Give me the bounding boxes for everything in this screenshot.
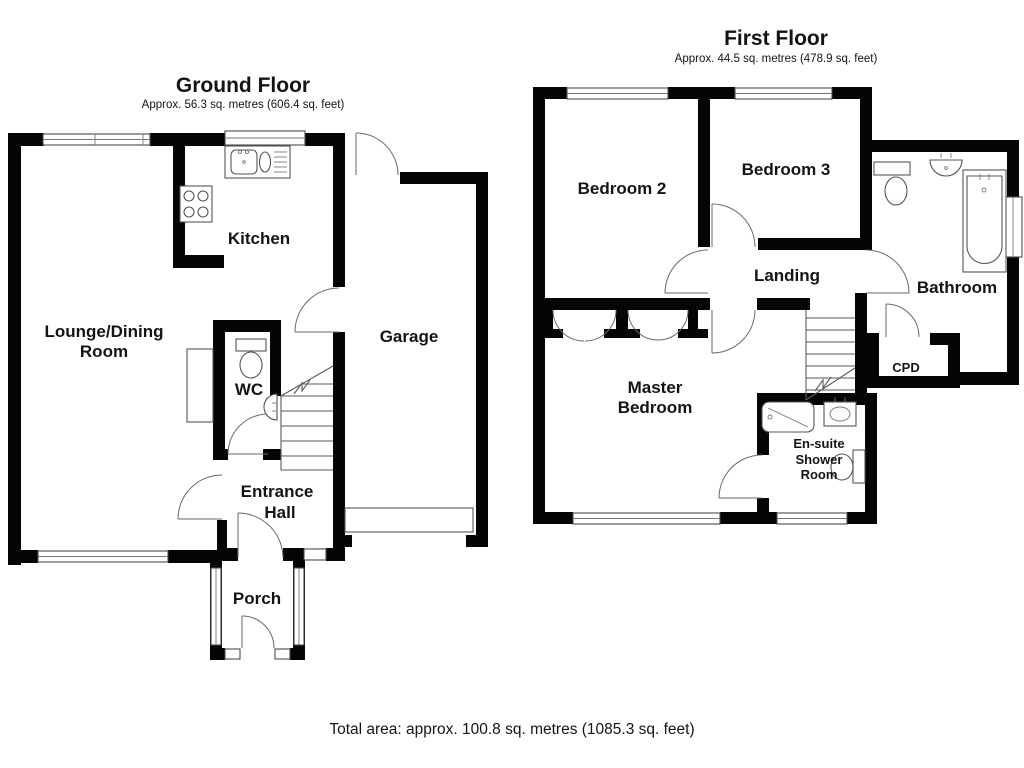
ensuite-toilet — [830, 449, 866, 484]
garage-label: Garage — [380, 327, 439, 346]
kitchen-hob — [179, 185, 213, 223]
ground-floor-fixtures — [179, 145, 474, 533]
porch-label: Porch — [233, 589, 281, 608]
first-floor-title: First Floor — [724, 27, 828, 50]
ground-floor-windows — [37, 130, 327, 660]
first-floor-stairs — [805, 310, 856, 401]
wc-basin — [263, 393, 278, 421]
ensuite-basin — [823, 397, 857, 427]
kitchen-sink — [224, 145, 291, 179]
kitchen-label: Kitchen — [228, 229, 290, 248]
first-floor-fixtures — [761, 153, 1007, 484]
ensuite-label-3: Room — [801, 467, 838, 482]
bathroom-label: Bathroom — [917, 278, 997, 297]
first-floor-labels: Bedroom 2 Bedroom 3 Landing Bathroom CPD… — [578, 160, 998, 482]
lounge-label-2: Room — [80, 342, 128, 361]
ground-floor-stairs — [280, 365, 334, 471]
first-floor-plan: First Floor Approx. 44.5 sq. metres (478… — [533, 27, 1023, 525]
cpd-label: CPD — [892, 360, 919, 375]
wc-label: WC — [235, 380, 263, 399]
first-floor-walls — [533, 87, 1019, 524]
bathroom-basin — [929, 153, 963, 177]
ground-floor-doors — [177, 132, 399, 649]
ensuite-label-2: Shower — [796, 452, 843, 467]
ground-floor-title: Ground Floor — [176, 74, 310, 97]
bedroom2-label: Bedroom 2 — [578, 179, 667, 198]
entrance-hall-label-2: Hall — [264, 503, 295, 522]
bedroom3-label: Bedroom 3 — [742, 160, 831, 179]
master-bedroom-label-2: Bedroom — [618, 398, 693, 417]
lounge-label: Lounge/Dining — [45, 322, 164, 341]
wc-toilet — [235, 338, 267, 379]
entrance-hall-label: Entrance — [241, 482, 314, 501]
chimney-breast — [186, 348, 214, 423]
ground-floor-area: Approx. 56.3 sq. metres (606.4 sq. feet) — [142, 99, 345, 111]
ground-floor-plan: Ground Floor Approx. 56.3 sq. metres (60… — [8, 74, 488, 660]
first-floor-windows — [566, 87, 1023, 525]
garage-door — [344, 507, 474, 533]
first-floor-doors — [552, 203, 920, 499]
ground-floor-labels: Lounge/Dining Room Kitchen WC Garage Ent… — [45, 229, 439, 608]
master-bedroom-label: Master — [628, 378, 683, 397]
ensuite-label: En-suite — [793, 436, 844, 451]
bathroom-toilet — [873, 161, 911, 206]
first-floor-area: Approx. 44.5 sq. metres (478.9 sq. feet) — [675, 53, 878, 65]
total-area-text: Total area: approx. 100.8 sq. metres (10… — [329, 721, 694, 738]
landing-label: Landing — [754, 266, 820, 285]
ensuite-shower — [761, 401, 815, 433]
bathtub — [962, 169, 1007, 273]
